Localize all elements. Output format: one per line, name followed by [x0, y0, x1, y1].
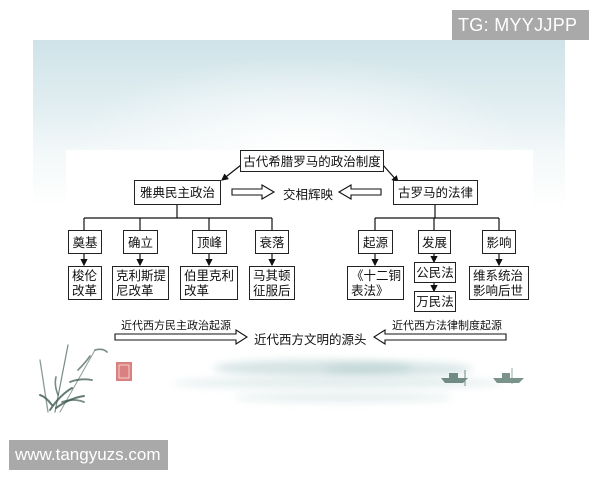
detail-text: 梭伦 改革 — [72, 268, 98, 298]
detail-text: 公民法 — [416, 265, 454, 280]
fishing-boat-icon — [441, 370, 468, 386]
stage-label: 起源 — [362, 234, 388, 250]
detail-text: 维系统治 影响后世 — [473, 268, 524, 298]
detail-box-cleisthenes: 克利斯提 尼改革 — [112, 266, 169, 300]
stage-box-peak: 顶峰 — [192, 230, 227, 254]
mist-band — [323, 362, 473, 376]
detail-box-law-of-nations: 万民法 — [414, 291, 456, 312]
detail-box-macedon: 马其顿 征服后 — [249, 266, 295, 300]
detail-box-civil-law: 公民法 — [414, 262, 456, 283]
diagram-title-box: 古代希腊罗马的政治制度 — [240, 150, 384, 172]
left-caption: 近代西方民主政治起源 — [121, 319, 231, 332]
stage-label: 顶峰 — [196, 234, 222, 250]
stage-box-establishment: 确立 — [123, 230, 158, 254]
stage-label: 确立 — [127, 234, 153, 250]
bamboo-painting-icon — [39, 344, 108, 413]
roman-law-box: 古罗马的法律 — [393, 180, 478, 205]
right-caption: 近代西方法律制度起源 — [392, 319, 502, 332]
diagram-title: 古代希腊罗马的政治制度 — [243, 153, 381, 169]
center-conclusion: 近代西方文明的源头 — [254, 332, 367, 347]
detail-text: 马其顿 征服后 — [253, 268, 291, 298]
detail-box-pericles: 伯里克利 改革 — [180, 266, 238, 300]
detail-text: 万民法 — [416, 294, 454, 309]
detail-box-twelve-tables: 《十二铜 表法》 — [347, 266, 404, 300]
stage-box-origin: 起源 — [358, 230, 393, 254]
roman-law-label: 古罗马的法律 — [397, 185, 473, 200]
watermark-top: TG: MYYJJPP — [452, 10, 589, 40]
mist-band — [173, 378, 503, 388]
detail-box-solon: 梭伦 改革 — [68, 266, 102, 300]
stage-box-development: 发展 — [418, 230, 451, 254]
mist-band — [233, 393, 453, 402]
red-seal-icon — [116, 362, 132, 381]
detail-box-influence: 维系统治 影响后世 — [469, 266, 529, 300]
stage-label: 影响 — [486, 234, 512, 250]
stage-box-influence: 影响 — [482, 230, 516, 254]
athens-democracy-label: 雅典民主政治 — [139, 185, 215, 200]
stage-label: 发展 — [421, 234, 447, 250]
fishing-boat-icon — [493, 368, 524, 384]
stage-box-foundation: 奠基 — [68, 230, 102, 254]
stage-label: 衰落 — [259, 234, 285, 250]
detail-text: 伯里克利 改革 — [184, 268, 235, 298]
detail-text: 克利斯提 尼改革 — [116, 268, 167, 298]
detail-text: 《十二铜 表法》 — [351, 268, 402, 298]
watermark-bottom: www.tangyuzs.com — [9, 440, 168, 470]
stage-label: 奠基 — [72, 234, 98, 250]
center-relation-label: 交相辉映 — [283, 187, 334, 202]
athens-democracy-box: 雅典民主政治 — [134, 180, 221, 205]
stage-box-decline: 衰落 — [255, 230, 289, 254]
